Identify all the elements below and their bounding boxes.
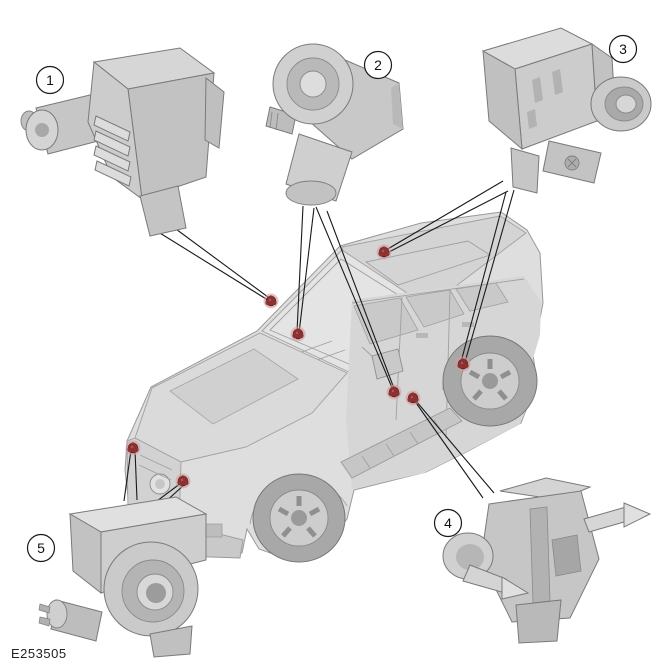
sensor-3-slots xyxy=(527,69,563,129)
sensor-1-connector-pin xyxy=(35,123,49,137)
sensor-5-prongs xyxy=(38,603,51,627)
roof-panel-line xyxy=(364,240,492,286)
leader-line xyxy=(298,207,315,334)
sensor-2-ring-hole xyxy=(299,70,327,98)
callout-1: 1 xyxy=(35,65,65,95)
sensor-3-left-face xyxy=(482,50,523,151)
sensor-1-leg xyxy=(139,185,187,237)
location-marker-windshield-base xyxy=(290,326,306,342)
sensor-2-nub-teeth xyxy=(269,111,279,131)
location-marker-rear-door-sill xyxy=(405,390,421,406)
leader-line xyxy=(160,217,273,301)
figure-code-label: E253505 xyxy=(11,646,67,661)
leader-line xyxy=(134,449,138,501)
sensor-5-connector-cap xyxy=(46,599,68,629)
rear-wheel xyxy=(442,335,538,427)
sensor-5-drum-hole xyxy=(146,583,166,603)
leader-line xyxy=(460,191,507,363)
leader-line xyxy=(123,449,132,502)
door-handle-rear xyxy=(462,322,474,327)
quarter-window xyxy=(455,282,509,312)
location-markers-layer xyxy=(125,244,471,489)
sensor-5-under-barrel xyxy=(149,625,193,658)
sensor-3-illustration xyxy=(481,27,652,194)
door-handle-front xyxy=(416,333,428,338)
leader-line xyxy=(296,205,304,333)
location-marker-c-pillar-quarter xyxy=(455,356,471,372)
sensor-1-illustration xyxy=(20,47,225,237)
sensor-4-bottom-block xyxy=(515,599,562,644)
callout-number: 3 xyxy=(619,41,627,57)
sensor-3-leg xyxy=(510,147,540,194)
location-marker-hood-front-corner xyxy=(125,440,141,456)
callout-number: 5 xyxy=(37,540,45,556)
leader-line xyxy=(386,190,509,254)
front-door-window xyxy=(353,297,419,345)
sensor-5-illustration xyxy=(38,496,208,658)
callout-3: 3 xyxy=(608,34,638,64)
leader-line xyxy=(464,189,515,363)
leader-line xyxy=(154,229,272,303)
callout-5: 5 xyxy=(26,533,56,563)
headlight-inner xyxy=(155,479,165,489)
front-wheel xyxy=(252,473,346,563)
sensor-1-fins xyxy=(93,115,132,187)
sensor-1-tab xyxy=(204,76,225,149)
sensor-4-flange-inner xyxy=(456,544,484,570)
sensor-3-connector-cross xyxy=(567,158,577,168)
leader-line xyxy=(315,206,394,391)
sensor-4-right-pin-tip xyxy=(623,502,652,528)
hood-recess-panel xyxy=(169,348,299,425)
leader-line xyxy=(415,400,495,494)
sensor-4-channel xyxy=(529,506,551,604)
location-marker-b-pillar-sill xyxy=(386,384,402,400)
callout-2: 2 xyxy=(363,50,393,80)
leader-line xyxy=(413,399,484,499)
sensor-4-slot xyxy=(551,534,582,577)
sensor-2-body-bevel xyxy=(391,83,403,129)
leader-line xyxy=(326,210,396,392)
sensor-2-barrel-cap xyxy=(285,180,337,206)
location-marker-cowl-left xyxy=(263,293,279,309)
callout-number: 4 xyxy=(444,515,452,531)
sensor-4-left-pin-tip xyxy=(501,576,530,600)
sensor-4-illustration xyxy=(442,477,652,644)
side-step-grid xyxy=(361,419,443,469)
sensor-1-body-right xyxy=(127,72,215,200)
callout-4: 4 xyxy=(433,508,463,538)
leader-line xyxy=(385,180,504,251)
location-marker-front-bumper xyxy=(175,473,191,489)
callout-number: 1 xyxy=(46,72,54,88)
grille-slats xyxy=(138,454,173,481)
sensor-2-illustration xyxy=(265,43,404,206)
callout-number: 2 xyxy=(374,57,382,73)
side-mirror xyxy=(371,348,404,380)
sensor-3-cylinder-hole xyxy=(615,94,637,114)
callouts-layer: 1 2 3 4 5 xyxy=(26,34,638,563)
location-marker-roof-front xyxy=(376,244,392,260)
